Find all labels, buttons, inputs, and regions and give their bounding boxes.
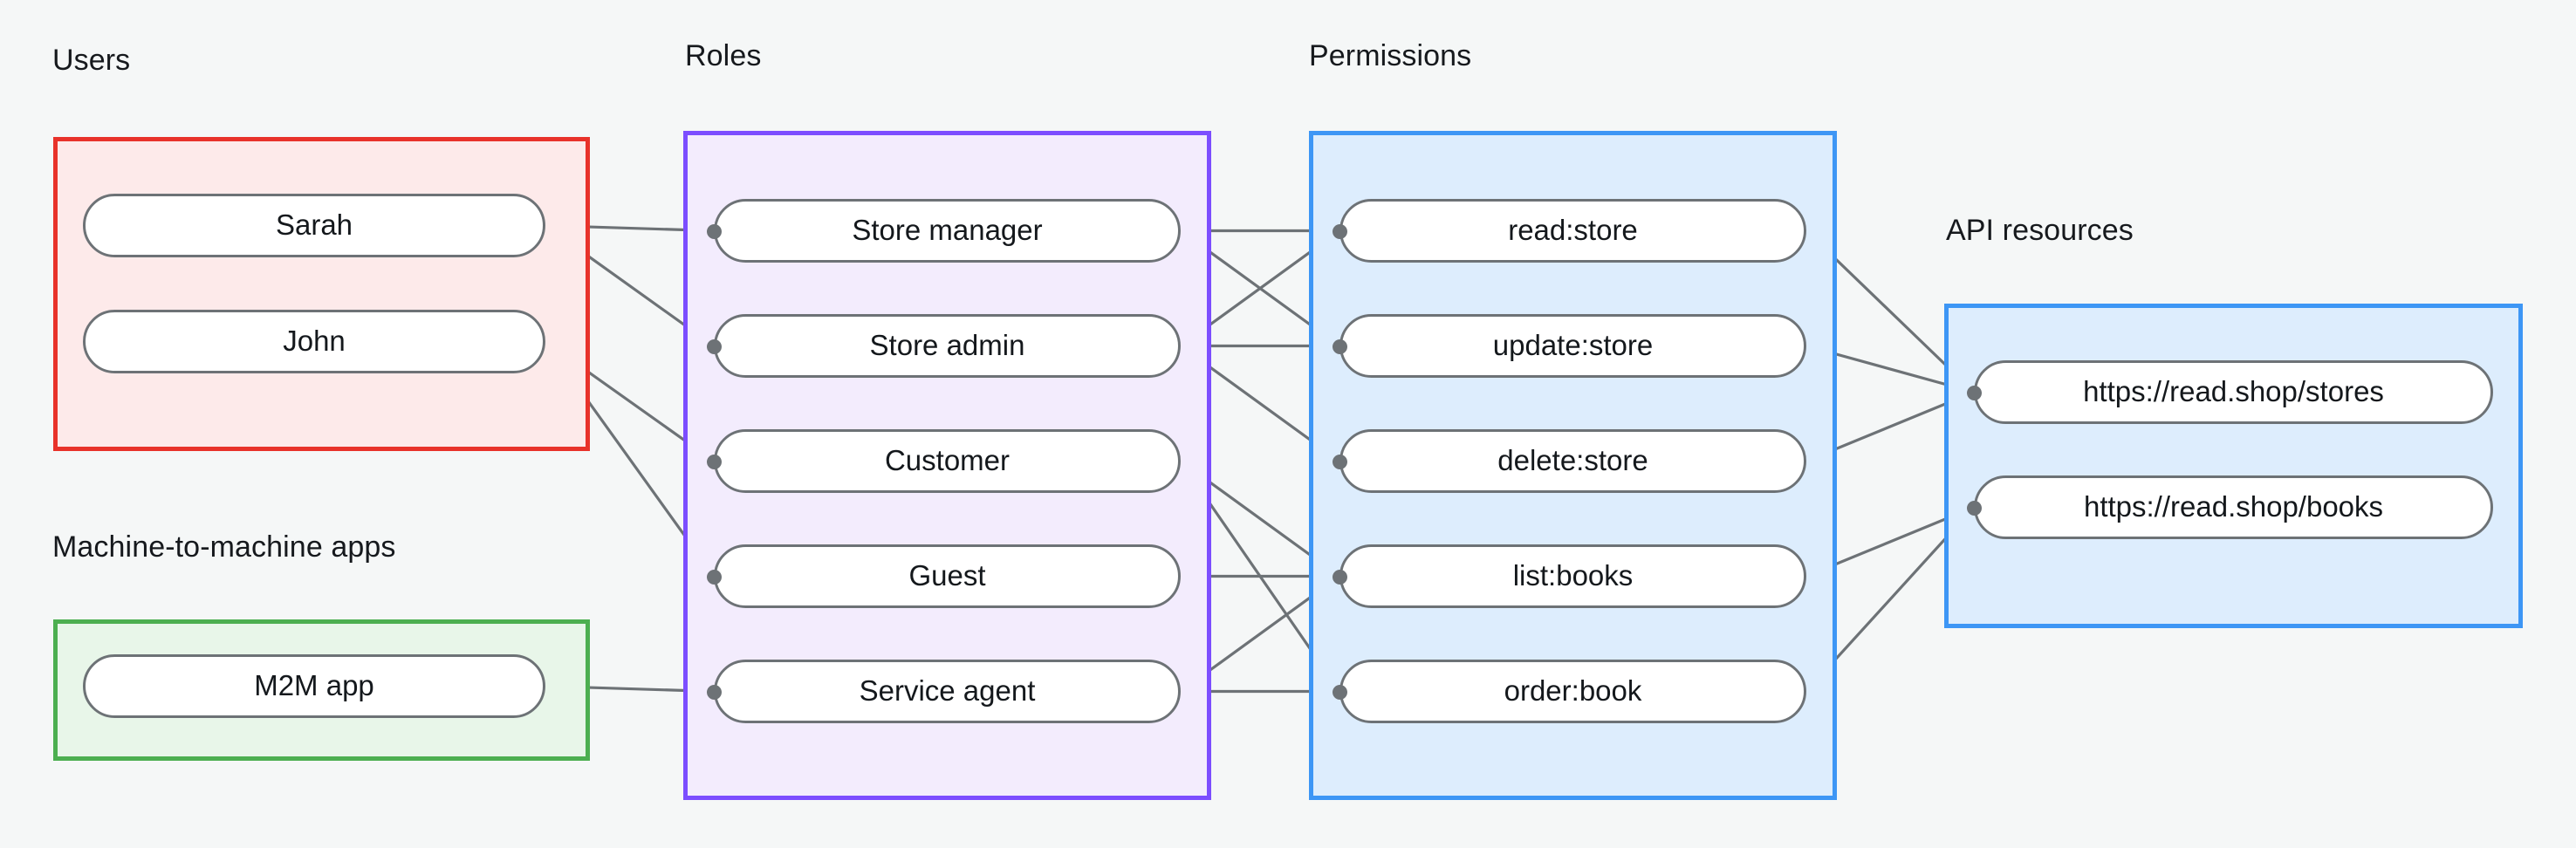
node-label: Customer [884, 444, 1011, 476]
node-customer[interactable]: Customer [714, 429, 1181, 493]
group-title-m2m: Machine-to-machine apps [52, 530, 396, 564]
node-label: https://read.shop/books [2083, 490, 2384, 523]
connection-dot [1333, 223, 1347, 239]
node-label: list:books [1512, 559, 1634, 592]
group-title-permissions: Permissions [1309, 39, 1472, 72]
node-update-store[interactable]: update:store [1339, 314, 1806, 378]
node-store-manager[interactable]: Store manager [714, 199, 1181, 263]
node-read-store[interactable]: read:store [1339, 199, 1806, 263]
node-label: M2M app [254, 669, 374, 701]
connection-dot [707, 684, 722, 700]
node-label: Guest [908, 559, 986, 592]
node-sarah[interactable]: Sarah [83, 194, 545, 257]
node-list-books[interactable]: list:books [1339, 544, 1806, 608]
node-label: Service agent [859, 674, 1036, 707]
node-delete-store[interactable]: delete:store [1339, 429, 1806, 493]
group-title-users: Users [52, 44, 131, 77]
node-label: update:store [1492, 329, 1654, 361]
node-label: Store manager [852, 214, 1043, 246]
node-guest[interactable]: Guest [714, 544, 1181, 608]
connection-dot [1333, 684, 1347, 700]
node-john[interactable]: John [83, 310, 545, 373]
group-title-roles: Roles [685, 39, 762, 72]
node-label: John [283, 325, 346, 357]
node-label: read:store [1508, 214, 1638, 246]
node-label: order:book [1504, 674, 1642, 707]
connection-dot [707, 569, 722, 585]
node-service-agent[interactable]: Service agent [714, 660, 1181, 723]
node-label: delete:store [1497, 444, 1648, 476]
connection-dot [1333, 454, 1347, 469]
connection-dot [707, 339, 722, 354]
connection-dot [1967, 500, 1982, 516]
node-m2m-app[interactable]: M2M app [83, 654, 545, 718]
group-box-users [53, 137, 590, 451]
connection-dot [1967, 385, 1982, 400]
node-label: Sarah [275, 209, 353, 241]
node-label: https://read.shop/stores [2083, 375, 2384, 407]
connection-dot [707, 223, 722, 239]
node-store-admin[interactable]: Store admin [714, 314, 1181, 378]
connection-dot [707, 454, 722, 469]
group-box-api-resources [1944, 304, 2523, 628]
connection-dot [1333, 569, 1347, 585]
group-title-api-resources: API resources [1946, 214, 2134, 247]
node-res-stores[interactable]: https://read.shop/stores [1974, 360, 2493, 424]
connection-dot [1333, 339, 1347, 354]
node-label: Store admin [869, 329, 1025, 361]
node-res-books[interactable]: https://read.shop/books [1974, 475, 2493, 539]
node-order-book[interactable]: order:book [1339, 660, 1806, 723]
